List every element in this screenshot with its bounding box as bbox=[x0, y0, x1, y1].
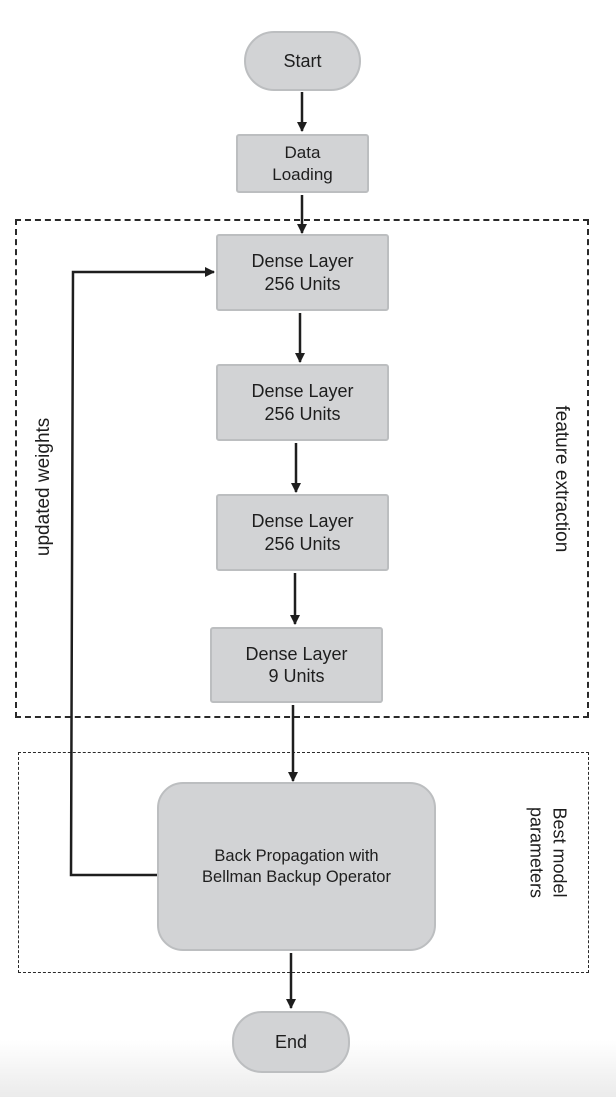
back-propagation-label-line2: Bellman Backup Operator bbox=[202, 867, 391, 886]
arrow-feedback-updated-weights bbox=[69, 267, 215, 877]
dense-layer-1-units: 256 Units bbox=[264, 273, 341, 294]
best-model-group bbox=[18, 752, 589, 973]
dense-layer-2-node: Dense Layer 256 Units bbox=[216, 364, 389, 441]
dense-layer-4-node: Dense Layer 9 Units bbox=[210, 627, 383, 703]
start-label: Start bbox=[283, 50, 322, 71]
back-propagation-label-line1: Back Propagation with bbox=[214, 846, 379, 865]
dense-layer-1-node: Dense Layer 256 Units bbox=[216, 234, 389, 311]
dense-layer-1-title: Dense Layer bbox=[251, 251, 354, 271]
data-loading-label-line1: Data bbox=[284, 143, 321, 163]
dense-layer-4-title: Dense Layer bbox=[245, 643, 348, 664]
dense-layer-2-title: Dense Layer bbox=[251, 381, 354, 401]
dense-layer-3-node: Dense Layer 256 Units bbox=[216, 494, 389, 571]
dense-layer-3-units: 256 Units bbox=[264, 533, 341, 554]
dense-layer-4-units: 9 Units bbox=[268, 666, 325, 686]
data-loading-node: Data Loading bbox=[236, 134, 369, 193]
end-node: End bbox=[232, 1011, 350, 1073]
dense-layer-3-title: Dense Layer bbox=[251, 511, 354, 531]
end-label: End bbox=[274, 1031, 308, 1052]
start-node: Start bbox=[244, 31, 361, 91]
dense-layer-2-units: 256 Units bbox=[264, 403, 341, 424]
best-model-line2: parameters bbox=[527, 806, 547, 899]
feature-extraction-label: feature extraction bbox=[550, 405, 572, 553]
data-loading-label-line2: Loading bbox=[272, 164, 333, 184]
updated-weights-label: updated weights bbox=[33, 417, 55, 557]
best-model-parameters-label: Best model parameters bbox=[526, 793, 571, 913]
back-propagation-node: Back Propagation with Bellman Backup Ope… bbox=[157, 782, 436, 951]
best-model-line1: Best model bbox=[549, 807, 570, 898]
